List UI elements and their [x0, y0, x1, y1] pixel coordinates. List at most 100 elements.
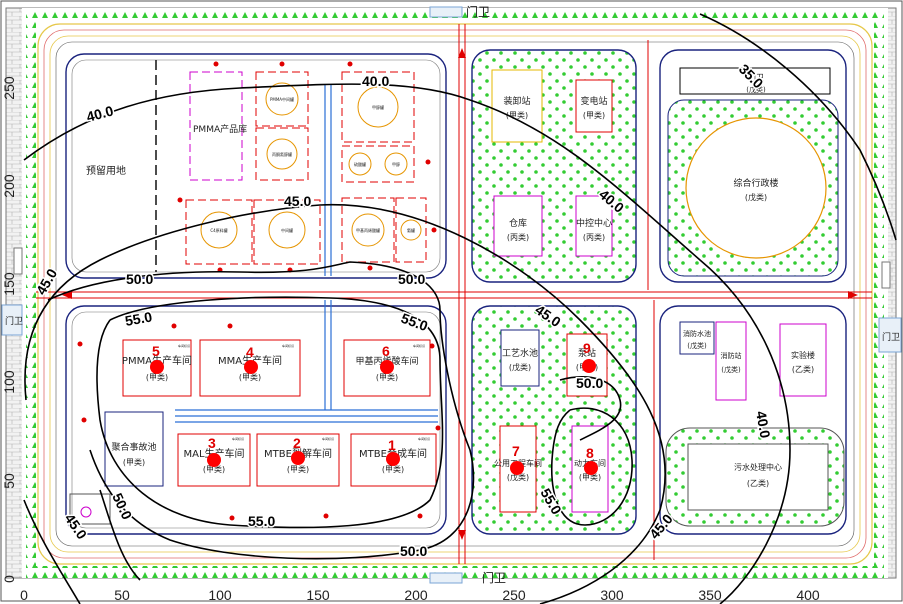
block-tank-farm: 预留用地 PMMA产品库 PMMA中间罐 丙酮氰醇罐 甲醇罐 硫酸罐 甲醇 C4… — [65, 53, 447, 279]
svg-text:50: 50 — [114, 587, 130, 603]
source-4[interactable]: 4 — [244, 344, 258, 374]
gate-bottom-label: 门卫 — [482, 570, 506, 585]
pmma-workshop[interactable] — [122, 339, 192, 397]
accident-pool-name: 聚合事故池 — [111, 441, 156, 453]
source-8[interactable]: 8 — [584, 445, 598, 475]
contour-50 — [47, 261, 475, 560]
contour-label-50-a: 50.0 — [126, 271, 153, 287]
gate-left-label: 门卫 — [5, 315, 23, 327]
green-belt-left — [26, 22, 36, 566]
mal-workshop[interactable] — [177, 433, 251, 487]
guard-house-class: (戊类) — [746, 85, 766, 94]
pmma-store-label: PMMA产品库 — [193, 123, 247, 135]
contour-55-right — [550, 407, 633, 526]
wastewater-center[interactable] — [687, 443, 829, 511]
accident-pool-class: (甲类) — [123, 457, 145, 467]
svg-text:车间标识: 车间标识 — [232, 436, 244, 441]
svg-text:5: 5 — [152, 343, 160, 359]
maa-workshop-class: (甲类) — [376, 372, 398, 382]
contour-35 — [699, 13, 897, 241]
source-5[interactable]: 5 — [150, 343, 164, 374]
contour-label-50-c: 50.0 — [576, 375, 603, 391]
block-admin: 门卫 (戊类) 综合行政楼 (戊类) — [659, 49, 847, 283]
contour-50-bottom — [99, 489, 141, 581]
lab-name: 实验楼 — [791, 350, 815, 360]
source-2[interactable]: 2 — [291, 435, 305, 465]
mtbe-cracking-workshop[interactable] — [256, 433, 340, 487]
noise-sources: 1 2 3 4 5 6 7 8 9 — [150, 340, 598, 475]
warehouse[interactable] — [493, 195, 543, 257]
power-workshop[interactable] — [571, 425, 609, 513]
perimeter-roads — [37, 23, 873, 565]
unloading-station[interactable] — [491, 69, 543, 143]
gate-right[interactable]: 门卫 — [878, 317, 902, 353]
contour-45-left — [23, 499, 81, 604]
svg-text:0: 0 — [1, 575, 17, 583]
unloading-class: (甲类) — [506, 110, 528, 120]
tank-g[interactable] — [185, 199, 253, 265]
contour-label-45-a: 45.0 — [284, 193, 311, 209]
tank-a[interactable] — [255, 71, 309, 127]
mtbe-synthesis-class: (甲类) — [382, 464, 404, 474]
contour-label-55-c: 55.0 — [248, 513, 275, 529]
source-9[interactable]: 9 — [582, 340, 596, 373]
contour-label-40-a: 40.0 — [85, 102, 116, 125]
fire-water-pool[interactable] — [679, 321, 715, 355]
gate-bottom[interactable]: 门卫 — [429, 570, 506, 585]
tank-i[interactable] — [341, 197, 395, 263]
side-gate-right — [881, 261, 891, 289]
substation-class: (甲类) — [583, 110, 605, 120]
maa-workshop[interactable] — [343, 339, 431, 397]
pmma-store[interactable] — [189, 71, 243, 181]
source-7[interactable]: 7 — [510, 443, 524, 475]
svg-text:200: 200 — [1, 174, 17, 198]
green-belt-bottom — [26, 566, 884, 578]
source-1[interactable]: 1 — [386, 437, 400, 466]
svg-text:150: 150 — [1, 272, 17, 296]
svg-text:7: 7 — [512, 443, 520, 459]
mal-workshop-class: (甲类) — [203, 464, 225, 474]
svg-text:9: 9 — [583, 340, 591, 356]
water-pool-name: 工艺水池 — [502, 347, 538, 359]
mtbe-synthesis-workshop[interactable] — [350, 433, 437, 487]
svg-text:6: 6 — [382, 343, 390, 359]
source-6[interactable]: 6 — [380, 343, 394, 374]
workshop-tags: 车间标识 车间标识 车间标识 车间标识 车间标识 车间标识 — [178, 343, 430, 441]
side-gate-left — [13, 247, 23, 275]
public-engineering-workshop[interactable] — [499, 425, 537, 513]
reserve-land-label: 预留用地 — [86, 164, 126, 177]
svg-text:车间标识: 车间标识 — [418, 436, 430, 441]
tank-c[interactable] — [341, 71, 415, 143]
fire-pool-class: (戊类) — [687, 341, 707, 350]
tank-j[interactable] — [395, 197, 427, 263]
unloading-name: 装卸站 — [503, 95, 530, 107]
svg-text:100: 100 — [208, 587, 232, 603]
wastewater-class: (乙类) — [747, 478, 769, 488]
gate-top[interactable]: 门卫 — [429, 4, 490, 19]
tank-b[interactable] — [255, 127, 309, 181]
source-3[interactable]: 3 — [207, 435, 221, 467]
svg-text:0: 0 — [20, 587, 28, 603]
svg-text:车间标识: 车间标识 — [413, 343, 425, 348]
guard-house-top[interactable] — [679, 67, 831, 95]
admin-building-name: 综合行政楼 — [733, 177, 778, 189]
substation-name: 变电站 — [580, 95, 607, 107]
tank-h[interactable] — [253, 199, 321, 265]
lab-building[interactable] — [779, 323, 827, 397]
control-center[interactable] — [575, 195, 613, 257]
fire-station[interactable] — [715, 321, 747, 401]
fire-station-name: 消防站 — [721, 351, 742, 360]
gate-left[interactable]: 门卫 — [1, 304, 23, 336]
mma-workshop[interactable] — [199, 339, 301, 397]
svg-text:车间标识: 车间标识 — [322, 436, 334, 441]
admin-building[interactable] — [685, 117, 827, 259]
substation[interactable] — [575, 79, 613, 133]
process-water-pool[interactable] — [500, 329, 540, 387]
gate-right-label: 门卫 — [882, 331, 900, 343]
tank-d[interactable] — [341, 145, 415, 183]
pump-station-name: 泵站 — [578, 347, 596, 359]
mma-workshop-class: (甲类) — [239, 372, 261, 382]
block-environment: 消防水池 (戊类) 消防站 (戊类) 实验楼 (乙类) 污水处理中心 (乙类) — [659, 305, 847, 535]
